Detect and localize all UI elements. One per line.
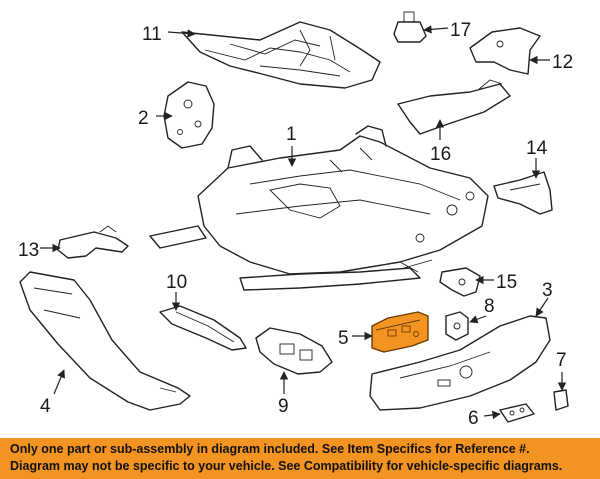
part-3-outer-shield [369,315,551,411]
callout-4: 4 [40,396,51,417]
part-6-knob [499,403,535,423]
disclaimer-line-1: Only one part or sub-assembly in diagram… [10,442,530,456]
part-11-seat-spring-mat [181,21,381,89]
part-15-bracket [439,267,481,297]
part-16-side-trim [397,79,511,135]
callout-8: 8 [484,296,495,317]
callout-2: 2 [138,108,149,129]
part-1-seat-frame [149,125,489,291]
callout-numbers: 11 17 12 2 1 16 14 13 10 15 3 8 5 4 9 7 … [18,20,573,429]
leader-lines [40,25,567,420]
callout-6: 6 [468,408,479,429]
callout-1: 1 [286,124,297,145]
callout-16: 16 [430,144,451,165]
callout-11: 11 [142,24,162,45]
part-14-trim [493,171,553,215]
callout-10: 10 [166,272,187,293]
part-10-switch-base [159,305,247,351]
part-9-module [255,327,333,375]
part-4-side-shield [19,271,191,411]
callout-7: 7 [556,350,567,371]
callout-5: 5 [338,328,349,349]
part-5-seat-switch-highlighted [371,311,429,353]
callout-14: 14 [526,138,548,159]
callout-3: 3 [542,280,553,301]
disclaimer-line-2: Diagram may not be specific to your vehi… [10,459,563,473]
callout-12: 12 [552,52,573,73]
part-12-bracket [469,27,541,75]
part-2-cover [163,81,215,149]
callout-9: 9 [278,396,289,417]
part-17-connector [393,11,427,43]
disclaimer-banner: Only one part or sub-assembly in diagram… [0,438,600,479]
part-8-clip [445,311,469,341]
callout-17: 17 [450,20,471,41]
part-13-handle [57,225,129,259]
seat-parts-diagram: 11 17 12 2 1 16 14 13 10 15 3 8 5 4 9 7 … [18,11,573,429]
callout-15: 15 [496,272,517,293]
part-7-cap [553,389,569,411]
callout-13: 13 [18,240,39,261]
